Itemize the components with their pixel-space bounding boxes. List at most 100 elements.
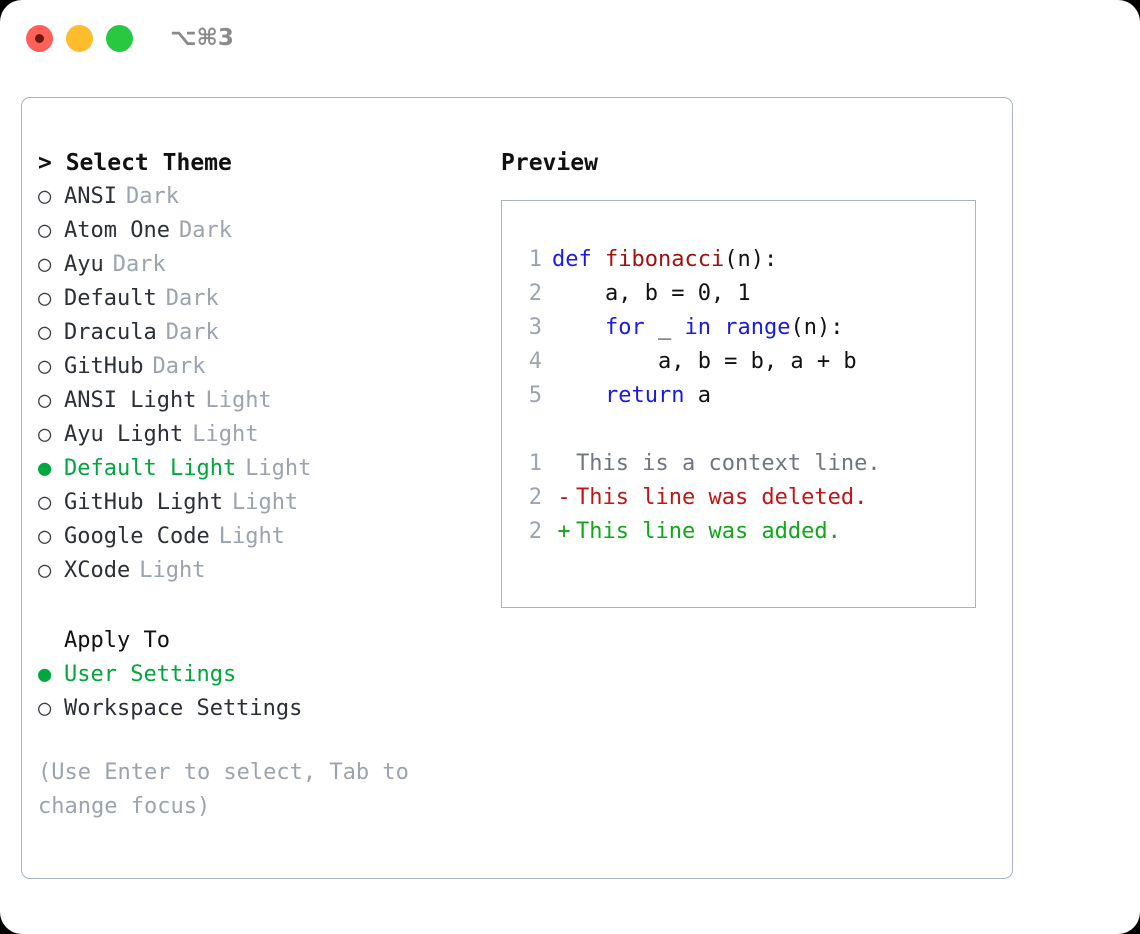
radio-icon[interactable]: ○ xyxy=(38,696,52,721)
radio-selected-icon[interactable]: ● xyxy=(38,662,52,687)
theme-option-default-light[interactable]: ● Default Light Light xyxy=(38,452,488,486)
preview-box: 1 def fibonacci (n): 2 a, b = 0, 1 3 xyxy=(501,200,976,608)
code-token-plain: a, b = 0, 1 xyxy=(552,281,751,306)
theme-option-google-code[interactable]: ○ Google Code Light xyxy=(38,520,488,554)
line-number: 3 xyxy=(528,315,542,340)
theme-option-tag: Light xyxy=(231,490,299,515)
window-controls xyxy=(26,24,133,52)
apply-to-option-user-settings[interactable]: ● User Settings xyxy=(38,658,488,692)
radio-icon[interactable]: ○ xyxy=(38,218,52,243)
theme-option-tag: Dark xyxy=(152,354,206,379)
code-token-plain: a xyxy=(684,383,711,408)
theme-option-tag: Light xyxy=(139,558,206,583)
theme-option-label: Google Code xyxy=(64,524,210,549)
diff-text: This is a context line. xyxy=(576,451,881,476)
code-token-plain: a, b = b, a + b xyxy=(552,349,857,374)
diff-marker xyxy=(552,447,576,481)
radio-icon[interactable]: ○ xyxy=(38,422,52,447)
radio-icon[interactable]: ○ xyxy=(38,184,52,209)
theme-option-tag: Light xyxy=(192,422,259,447)
theme-picker-panel: > Select Theme ○ ANSI Dark ○ Atom One Da… xyxy=(38,146,488,824)
theme-option-label: Atom One xyxy=(64,218,170,243)
code-token-function: fibonacci xyxy=(604,247,725,272)
diff-line-added: 2 + This line was added. xyxy=(514,515,881,549)
radio-selected-icon[interactable]: ● xyxy=(38,456,52,481)
theme-option-label: GitHub xyxy=(64,354,144,379)
theme-option-label: Default Light xyxy=(64,456,237,481)
code-token-keyword: for xyxy=(604,315,645,340)
theme-list: ○ ANSI Dark ○ Atom One Dark ○ Ayu Dark xyxy=(38,180,488,588)
radio-icon[interactable]: ○ xyxy=(38,388,52,413)
theme-option-dracula-dark[interactable]: ○ Dracula Dark xyxy=(38,316,488,350)
keyboard-shortcut-label: ⌥⌘3 xyxy=(170,25,234,51)
theme-option-label: Ayu xyxy=(64,252,104,277)
code-token-builtin: range xyxy=(724,315,791,340)
code-token-plain xyxy=(552,311,605,345)
apply-to-heading: Apply To xyxy=(64,628,170,653)
theme-option-label: Default xyxy=(64,286,157,311)
theme-option-ansi-dark[interactable]: ○ ANSI Dark xyxy=(38,180,488,214)
title-bar: ⌥⌘3 xyxy=(0,0,1140,76)
theme-option-tag: Dark xyxy=(165,320,219,345)
theme-option-ansi-light[interactable]: ○ ANSI Light Light xyxy=(38,384,488,418)
code-token-keyword: return xyxy=(604,383,685,408)
diff-text: This line was added. xyxy=(576,519,841,544)
radio-icon[interactable]: ○ xyxy=(38,252,52,277)
close-button[interactable] xyxy=(26,24,53,52)
theme-option-atom-one-dark[interactable]: ○ Atom One Dark xyxy=(38,214,488,248)
code-line: 5 return a xyxy=(514,379,857,413)
code-token-plain xyxy=(711,311,724,345)
preview-panel: Preview 1 def fibonacci (n): 2 a, b = 0,… xyxy=(501,146,996,608)
diff-marker: - xyxy=(557,485,571,510)
minimize-button[interactable] xyxy=(66,24,93,52)
radio-icon[interactable]: ○ xyxy=(38,490,52,515)
radio-icon[interactable]: ○ xyxy=(38,286,52,311)
radio-icon[interactable]: ○ xyxy=(38,558,52,583)
code-sample: 1 def fibonacci (n): 2 a, b = 0, 1 3 xyxy=(514,243,857,413)
theme-option-ayu-light[interactable]: ○ Ayu Light Light xyxy=(38,418,488,452)
line-number: 2 xyxy=(528,485,542,510)
theme-option-github-light[interactable]: ○ GitHub Light Light xyxy=(38,486,488,520)
line-number: 1 xyxy=(528,247,542,272)
theme-selector-card: > Select Theme ○ ANSI Dark ○ Atom One Da… xyxy=(21,97,1013,879)
line-number: 1 xyxy=(528,451,542,476)
theme-option-label: ANSI xyxy=(64,184,117,209)
maximize-button[interactable] xyxy=(106,24,133,52)
section-divider xyxy=(38,588,488,624)
theme-option-ayu-dark[interactable]: ○ Ayu Dark xyxy=(38,248,488,282)
code-token-keyword: in xyxy=(684,315,711,340)
code-token-plain xyxy=(552,379,605,413)
apply-to-option-label: Workspace Settings xyxy=(64,696,303,721)
theme-option-tag: Dark xyxy=(112,252,166,277)
theme-option-xcode[interactable]: ○ XCode Light xyxy=(38,554,488,588)
apply-to-option-workspace-settings[interactable]: ○ Workspace Settings xyxy=(38,692,488,726)
diff-line-deleted: 2 - This line was deleted. xyxy=(514,481,881,515)
radio-icon[interactable]: ○ xyxy=(38,354,52,379)
radio-icon[interactable]: ○ xyxy=(38,320,52,345)
theme-option-label: XCode xyxy=(64,558,131,583)
code-token-plain: _ xyxy=(644,315,685,340)
code-line: 2 a, b = 0, 1 xyxy=(514,277,857,311)
theme-option-tag: Dark xyxy=(125,184,179,209)
radio-icon[interactable]: ○ xyxy=(38,524,52,549)
theme-option-tag: Light xyxy=(205,388,272,413)
code-line: 4 a, b = b, a + b xyxy=(514,345,857,379)
diff-marker: + xyxy=(557,519,571,544)
line-number: 4 xyxy=(528,349,542,374)
theme-option-tag: Light xyxy=(218,524,285,549)
theme-option-label: Ayu Light xyxy=(64,422,184,447)
code-token-plain: (n): xyxy=(790,315,844,340)
panel-title-select-theme: > Select Theme xyxy=(38,150,232,176)
theme-option-github-dark[interactable]: ○ GitHub Dark xyxy=(38,350,488,384)
line-number: 2 xyxy=(528,519,542,544)
keyboard-hint-text: (Use Enter to select, Tab to change focu… xyxy=(38,760,423,819)
preview-heading: Preview xyxy=(501,150,598,176)
apply-to-list: ● User Settings ○ Workspace Settings xyxy=(38,658,488,726)
theme-option-label: Dracula xyxy=(64,320,157,345)
apply-to-option-label: User Settings xyxy=(64,662,237,687)
code-token-plain: (n): xyxy=(724,247,778,272)
theme-option-default-dark[interactable]: ○ Default Dark xyxy=(38,282,488,316)
theme-option-label: GitHub Light xyxy=(64,490,223,515)
diff-line-context: 1 This is a context line. xyxy=(514,447,881,481)
